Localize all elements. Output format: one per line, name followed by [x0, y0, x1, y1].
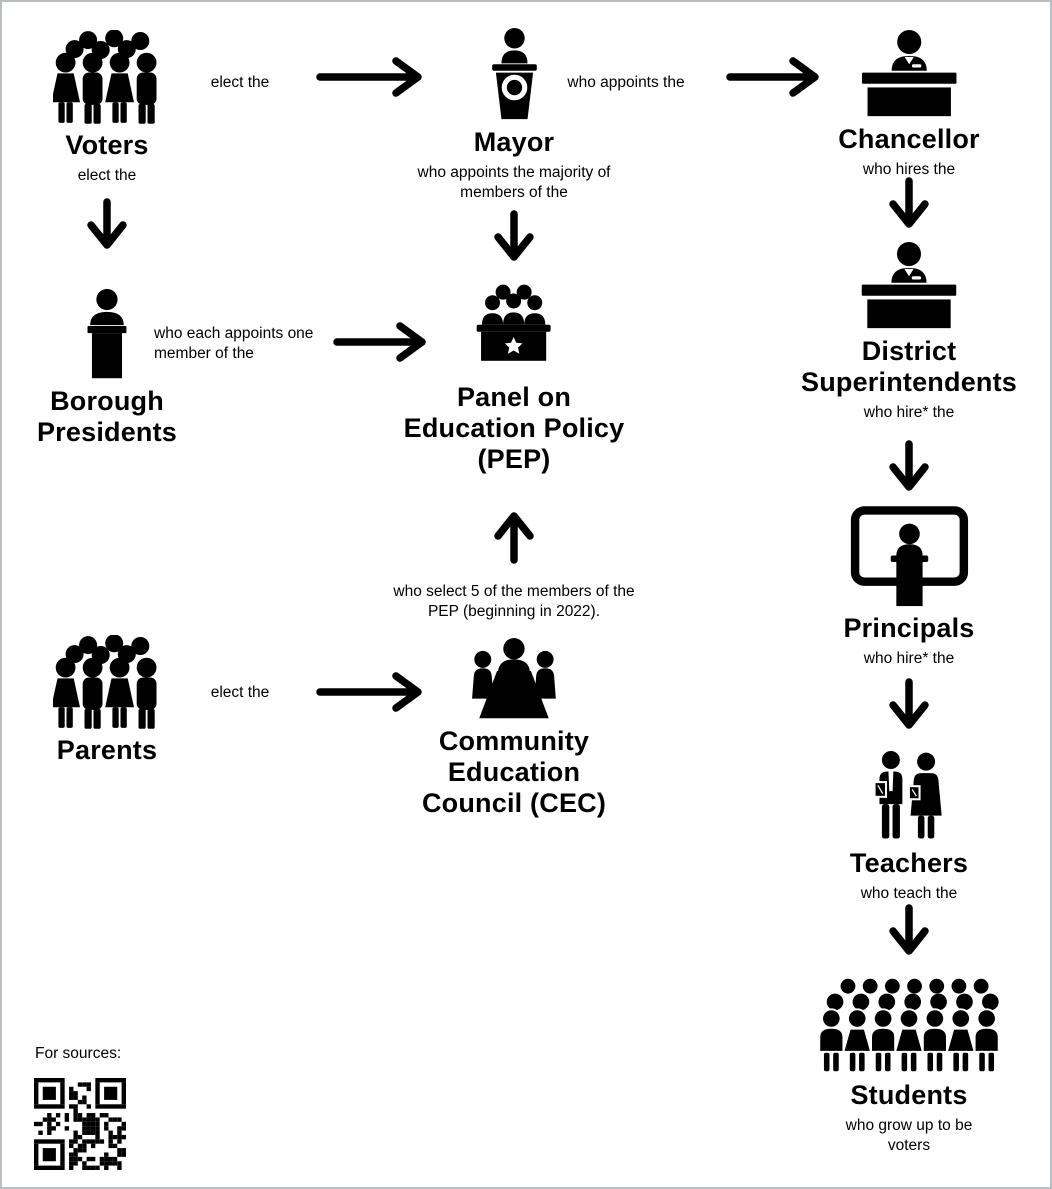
node-title: District Superintendents	[800, 336, 1018, 397]
arrow-mayor-to-pep	[492, 210, 536, 264]
label-voters-to-mayor: elect the	[210, 74, 270, 91]
node-title: Principals	[843, 613, 975, 643]
student-crowd-icon	[816, 976, 1002, 1074]
node-title: Community Education Council (CEC)	[421, 726, 607, 818]
node-caption: who teach the	[860, 885, 958, 902]
arrow-voters-to-mayor	[314, 57, 442, 97]
node-caption: elect the	[77, 167, 137, 184]
node-title: Chancellor	[838, 124, 980, 154]
node-principals: Principals who hire* the	[843, 502, 974, 669]
label-borough-to-pep: who each appoints one member of the	[154, 325, 314, 362]
node-caption: who appoints the majority of members of …	[417, 164, 611, 201]
node-caption: who grow up to be voters	[845, 1117, 973, 1154]
node-district-superintendents: District Superintendents who hire* the	[801, 242, 1017, 423]
node-title: Students	[850, 1080, 968, 1110]
arrow-borough-to-pep	[332, 322, 446, 362]
person-at-desk-icon	[848, 242, 970, 330]
panel-with-star-icon	[470, 284, 558, 376]
arrow-chancellor-to-district	[887, 177, 931, 231]
node-voters: Voters elect the	[51, 29, 161, 186]
node-title: Panel on Education Policy (PEP)	[403, 382, 625, 474]
node-caption: who hire* the	[863, 650, 955, 667]
node-mayor: Mayor who appoints the majority of membe…	[418, 28, 611, 203]
meeting-table-icon	[465, 638, 563, 720]
node-title: Parents	[56, 735, 158, 765]
arrow-cec-to-pep	[492, 506, 536, 564]
node-students: Students who grow up to be voters	[816, 976, 1002, 1156]
node-chancellor: Chancellor who hires the	[838, 30, 980, 180]
node-borough-presidents: Borough Presidents	[37, 288, 177, 448]
node-teachers: Teachers who teach the	[850, 750, 968, 904]
arrow-parents-to-cec	[314, 672, 442, 712]
node-title: Borough Presidents	[36, 386, 178, 447]
node-title: Teachers	[849, 848, 969, 878]
crowd-icon	[51, 634, 161, 729]
arrow-mayor-to-chancellor	[725, 57, 839, 97]
lectern-speaker-icon	[67, 288, 147, 380]
sources-label: For sources:	[35, 1045, 122, 1062]
node-pep: Panel on Education Policy (PEP)	[404, 284, 625, 475]
node-caption: who hires the	[862, 161, 956, 178]
node-parents: Parents	[51, 634, 161, 766]
label-cec-to-pep: who select 5 of the members of the PEP (…	[393, 583, 635, 620]
node-cec: Community Education Council (CEC)	[422, 638, 606, 819]
screen-podium-icon	[848, 502, 970, 607]
label-mayor-to-chancellor: who appoints the	[567, 74, 685, 91]
crowd-icon	[51, 29, 161, 124]
node-title: Mayor	[473, 127, 555, 157]
arrow-principals-to-teachers	[887, 678, 931, 732]
label-parents-to-cec: elect the	[210, 684, 270, 701]
arrow-district-to-principals	[887, 440, 931, 494]
person-at-desk-icon	[848, 30, 970, 118]
qr-code	[34, 1078, 126, 1170]
node-caption: who hire* the	[863, 404, 955, 421]
speaker-podium-icon	[472, 28, 556, 121]
arrow-teachers-to-students	[887, 904, 931, 958]
teacher-pair-icon	[864, 750, 954, 842]
node-title: Voters	[65, 130, 149, 160]
arrow-voters-to-borough-presidents	[85, 198, 129, 252]
